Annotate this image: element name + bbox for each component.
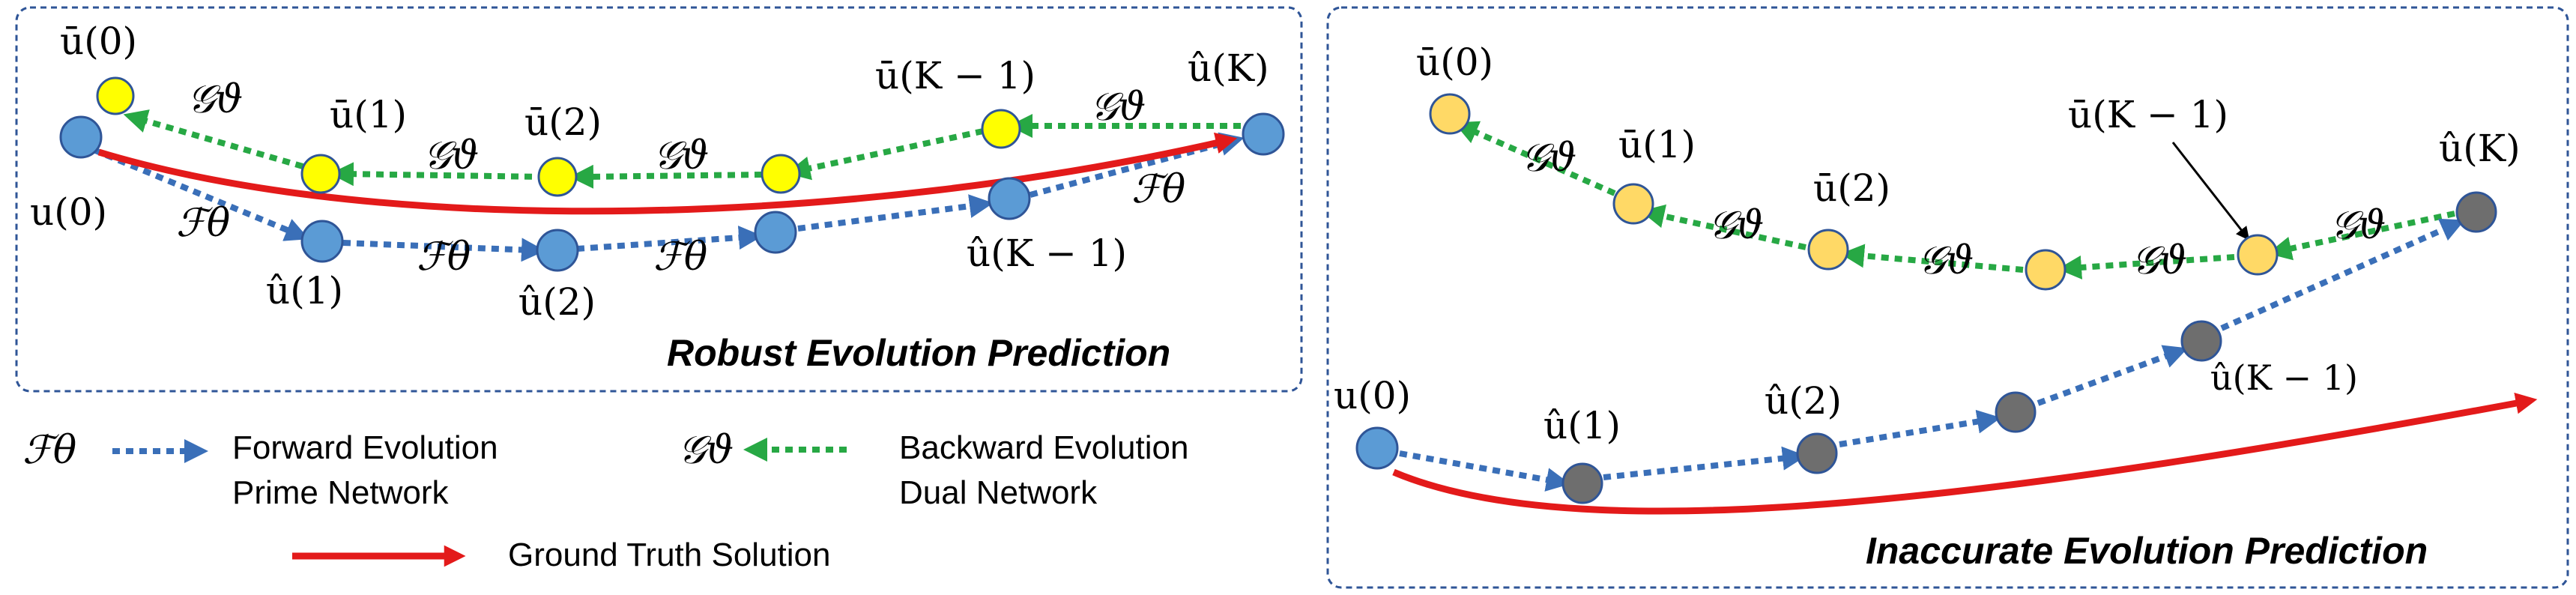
node-ubar0	[1429, 93, 1471, 135]
node-ubar1	[1612, 183, 1654, 225]
node-ubar0	[96, 76, 135, 115]
label-u0: u(0)	[30, 190, 107, 234]
node-uhat2	[536, 229, 579, 272]
ground-truth-curve	[1392, 392, 2538, 515]
op-G-4: 𝒢ϑ	[1090, 85, 1146, 130]
left-panel: ū(0) u(0) ū(1) ū(2) ū(K − 1) û(K) û(1) û…	[15, 6, 1303, 393]
label-uhatK1: û(K − 1)	[967, 232, 1127, 275]
forward-arrow	[576, 226, 763, 252]
node-uhat3	[1995, 391, 2037, 433]
right-panel-title: Inaccurate Evolution Prediction	[1866, 530, 2428, 572]
op-G-3: 𝒢ϑ	[1918, 238, 1974, 283]
forward-arrow	[1603, 446, 1806, 480]
callout-line	[2171, 142, 2250, 241]
node-uhatK1	[2180, 320, 2222, 362]
legend-backward-line1: Backward Evolution	[899, 429, 1188, 466]
backward-arrow	[2058, 254, 2235, 280]
op-G-2: 𝒢ϑ	[1708, 203, 1764, 248]
label-uhat1: û(1)	[1544, 404, 1621, 447]
label-ubar2: ū(2)	[1813, 166, 1890, 210]
backward-arrow	[786, 128, 984, 181]
node-u0	[59, 115, 103, 159]
node-ubarK1	[2237, 234, 2279, 276]
label-u0: u(0)	[1334, 374, 1411, 417]
label-uhat2: û(2)	[518, 280, 596, 324]
op-G-1: 𝒢ϑ	[187, 77, 243, 122]
op-F-2: ℱθ	[417, 235, 471, 280]
label-ubarK1: ū(K − 1)	[875, 54, 1035, 97]
op-G-5: 𝒢ϑ	[2330, 203, 2386, 248]
right-panel-border	[1326, 6, 2569, 589]
label-ubar1: ū(1)	[330, 93, 407, 136]
node-ubar2	[1807, 229, 1849, 271]
op-G-2: 𝒢ϑ	[423, 133, 479, 178]
legend-backward-symbol: 𝒢ϑ	[678, 428, 734, 473]
backward-arrow	[2267, 211, 2455, 261]
node-uhat1	[300, 220, 344, 263]
forward-arrow	[92, 147, 309, 241]
legend-forward-line2: Prime Network	[232, 474, 449, 511]
legend-backward-line2: Dual Network	[899, 474, 1098, 511]
backward-arrow	[1454, 121, 1616, 196]
label-ubar0: ū(0)	[60, 19, 137, 63]
node-ubar3	[761, 154, 801, 194]
node-uhatK	[2455, 191, 2497, 233]
label-ubarK1: ū(K − 1)	[2068, 93, 2228, 136]
node-ubarK1	[981, 109, 1021, 149]
node-ubar3	[2025, 249, 2066, 291]
label-uhat2: û(2)	[1765, 379, 1842, 423]
op-G-1: 𝒢ϑ	[1521, 136, 1576, 181]
backward-arrow	[330, 162, 546, 187]
node-u0	[1355, 426, 1399, 470]
node-ubar1	[300, 154, 341, 194]
left-panel-title: Robust Evolution Prediction	[667, 332, 1170, 374]
node-uhatK	[1242, 112, 1285, 156]
op-F-1: ℱθ	[176, 201, 230, 246]
label-ubar1: ū(1)	[1618, 123, 1696, 166]
node-uhatK1	[988, 177, 1031, 220]
ground-truth-curve	[97, 132, 1238, 215]
label-uhatK: û(K)	[1188, 46, 1269, 90]
backward-arrow	[1840, 244, 2024, 273]
legend-forward-symbol: ℱθ	[22, 428, 76, 473]
node-uhat1	[1561, 462, 1603, 504]
legend-forward-line1: Forward Evolution	[232, 429, 498, 466]
label-uhatK1: û(K − 1)	[2210, 357, 2358, 398]
backward-arrow	[569, 164, 763, 189]
legend: ℱθ Forward Evolution Prime Network 𝒢ϑ Ba…	[22, 428, 1188, 573]
label-uhatK: û(K)	[2439, 127, 2521, 170]
op-F-4: ℱθ	[1131, 167, 1185, 212]
label-ubar2: ū(2)	[524, 100, 602, 144]
forward-arrow	[1399, 450, 1570, 492]
forward-arrow	[1839, 409, 2001, 447]
forward-arrow	[2220, 218, 2465, 331]
op-F-3: ℱθ	[653, 235, 707, 280]
op-G-3: 𝒢ϑ	[653, 133, 709, 178]
label-ubar0: ū(0)	[1416, 40, 1493, 84]
node-uhat2	[1796, 432, 1838, 474]
label-uhat1: û(1)	[266, 269, 343, 312]
legend-ground-truth: Ground Truth Solution	[508, 537, 830, 573]
backward-arrow	[123, 109, 304, 169]
forward-arrow	[2037, 345, 2189, 406]
node-uhat3	[754, 211, 797, 254]
node-ubar2	[537, 157, 578, 197]
right-panel: ū(0) ū(1) ū(2) ū(K − 1) û(K) u(0) û(1) û…	[1326, 6, 2569, 589]
forward-arrow	[342, 238, 545, 262]
op-G-4: 𝒢ϑ	[2132, 238, 2187, 283]
forward-arrow	[797, 194, 994, 232]
